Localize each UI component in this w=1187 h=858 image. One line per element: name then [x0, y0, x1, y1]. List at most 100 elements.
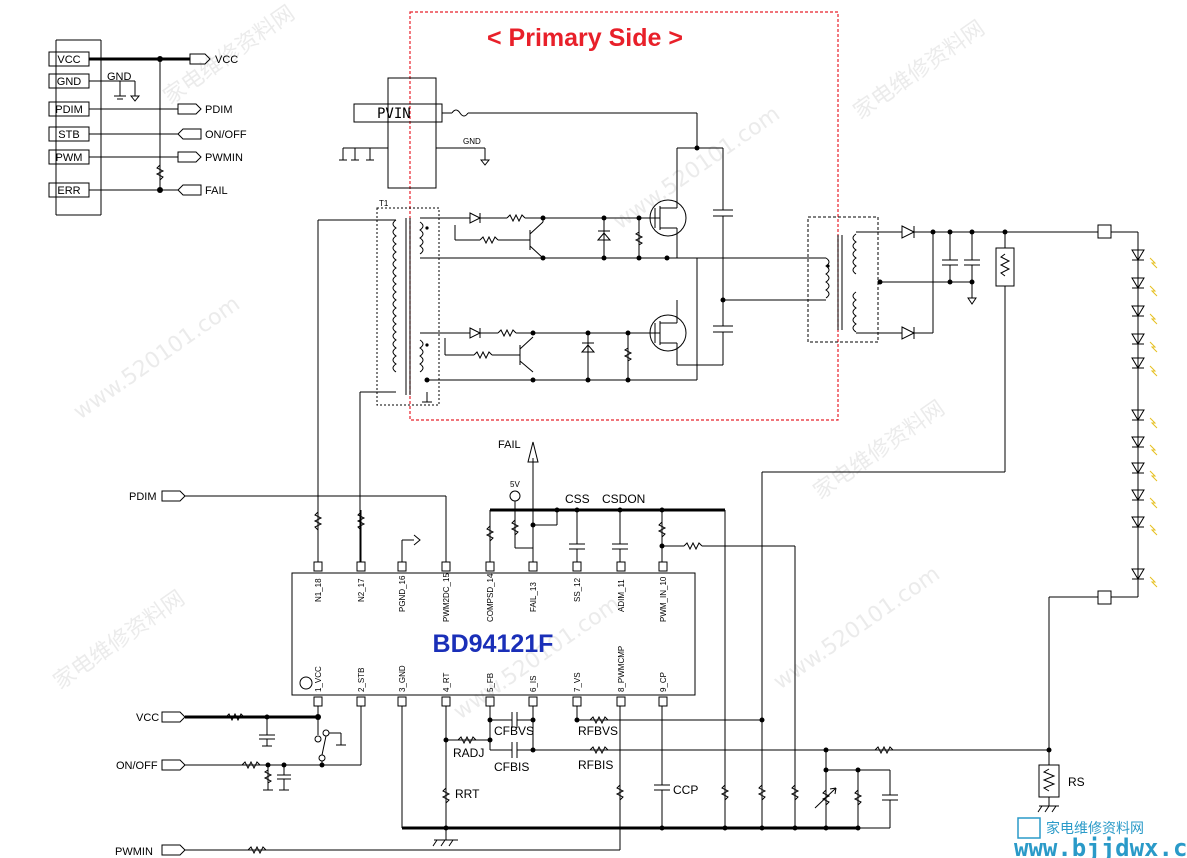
connector-gnd-label: GND: [107, 71, 132, 83]
lower-gate-drive: [420, 327, 697, 383]
connector-pin-label: ERR: [57, 185, 80, 197]
cfbvs-label: CFBVS: [494, 724, 534, 738]
led-string: [1048, 224, 1158, 765]
led-diode: [1131, 568, 1158, 588]
led-diode: [1131, 305, 1158, 325]
ic-pin-label: ADIM_11: [617, 579, 626, 612]
primary-side-title: < Primary Side >: [487, 24, 683, 52]
fail-output-label: FAIL: [498, 439, 521, 451]
site-logo-url: www.bjjdwx.com: [1014, 834, 1187, 858]
ic-pin-label: 8_PWMCMP: [617, 646, 626, 692]
radj-label: RADJ: [453, 746, 484, 760]
watermark-text: 家电维修资料网: [809, 396, 950, 505]
rs-resistor: [1038, 764, 1060, 798]
pdim-input-port: [161, 490, 186, 502]
ic-pin-label: 4_RT: [442, 672, 451, 692]
transformer-label: T1: [379, 199, 389, 208]
cfbis-label: CFBIS: [494, 760, 529, 774]
ic-pin-label: N1_18: [314, 578, 323, 602]
rfbvs-label: RFBVS: [578, 724, 618, 738]
csdon-label: CSDON: [602, 492, 645, 506]
led-diode: [1131, 436, 1158, 456]
led-diode: [1131, 277, 1158, 297]
pvin-label: PVIN: [377, 106, 411, 122]
led-cathode-connector: [1097, 590, 1112, 605]
led-diode: [1131, 249, 1158, 269]
onoff-out-label: ON/OFF: [205, 129, 247, 141]
output-rectifier: [761, 225, 1098, 828]
ccp-label: CCP: [673, 783, 698, 797]
watermark-layer: 家电维修资料网 www.520101.com 家电维修资料网 www.52010…: [49, 1, 990, 725]
ic-top-wiring: PDIM 5V FAIL CSS CSDON: [129, 439, 796, 828]
book-icon: [1017, 817, 1041, 839]
ic-pin-label: 3_GND: [398, 665, 407, 692]
connector-pin-label: PDIM: [55, 104, 83, 116]
led-diode: [1131, 462, 1158, 482]
pwmin-out-label: PWMIN: [205, 152, 243, 164]
ic-pin-label: 9_CP: [659, 672, 668, 692]
site-logo: 家电维修资料网 www.bjjdwx.com: [1014, 817, 1187, 858]
led-diode: [1131, 516, 1158, 536]
onoff-input-port: [161, 759, 186, 771]
vcc-input-port: [161, 711, 186, 723]
lower-mosfet: [649, 148, 805, 380]
feedback-network: RADJ RRT CFBVS CFBIS RFBVS RFBIS CCP: [441, 706, 1049, 828]
watermark-text: 家电维修资料网: [849, 16, 990, 125]
site-logo-cn: 家电维修资料网: [1046, 820, 1144, 837]
ic-bottom-left-wiring: VCC ON/OFF PWMIN: [115, 706, 625, 858]
ic-pin-label: PWM_IN_10: [659, 576, 668, 622]
rrt-label: RRT: [455, 787, 480, 801]
gate-drive-transformer: T1: [317, 199, 440, 562]
led-anode-connector: [1097, 224, 1112, 239]
watermark-text: www.520101.com: [69, 291, 245, 424]
current-sense-network: RS: [814, 747, 1085, 831]
vcc-out-label: VCC: [215, 54, 238, 66]
ic-pin-label: SS_12: [573, 577, 582, 602]
led-diode: [1131, 489, 1158, 509]
connector-block: VCC GND PDIM STB PWM ERR VCC GND PDIM ON…: [48, 39, 247, 216]
ic-pin-label: FAIL_13: [529, 582, 538, 612]
pwmin-input-port: [161, 844, 186, 856]
rfbis-label: RFBIS: [578, 758, 613, 772]
fail-output-port: [527, 441, 539, 463]
led-diode: [1131, 333, 1158, 353]
ic-pin-label: 2_STB: [357, 668, 366, 692]
pwmin-input-label: PWMIN: [115, 846, 153, 858]
ic-pin-label: N2_17: [357, 578, 366, 602]
fail-out-label: FAIL: [205, 185, 228, 197]
pin1-marker: [299, 676, 313, 690]
vcc-out-port: [189, 53, 211, 65]
ic-pin-label: 5_FB: [486, 673, 495, 692]
connector-pin-label: PWM: [56, 152, 83, 164]
led-diode: [1131, 357, 1158, 377]
pdim-out-label: PDIM: [205, 104, 233, 116]
connector-pin-label: VCC: [57, 54, 80, 66]
ic-pin-label: 6_IS: [529, 676, 538, 692]
five-volt-label: 5V: [510, 480, 520, 489]
pvin-module: PVIN GND: [339, 77, 698, 189]
ic-body: [291, 572, 696, 696]
onoff-input-label: ON/OFF: [116, 760, 158, 772]
led-diode: [1131, 409, 1158, 429]
ic-pin-label: COMPSD_14: [486, 573, 495, 622]
ic-pin-label: PGND_16: [398, 575, 407, 612]
upper-gate-drive: [420, 212, 697, 261]
upper-mosfet: [649, 145, 723, 258]
fuse-symbol: [451, 109, 469, 117]
rs-label: RS: [1068, 775, 1085, 789]
ic-pin-label: 1_VCC: [314, 666, 323, 692]
pvin-gnd-label: GND: [463, 137, 481, 146]
primary-side-frame: < Primary Side >: [409, 11, 839, 421]
ground-bus: [401, 706, 860, 847]
bd94121f-ic: BD94121F N1_18 N2_17 PGND_16 PWM2DC_15 C…: [291, 561, 696, 707]
watermark-text: 家电维修资料网: [49, 586, 190, 695]
css-label: CSS: [565, 492, 590, 506]
ic-top-pins: N1_18 N2_17 PGND_16 PWM2DC_15 COMPSD_14 …: [313, 561, 668, 622]
connector-pin-label: GND: [57, 76, 82, 88]
ic-pin-label: PWM2DC_15: [442, 573, 451, 622]
ic-name: BD94121F: [433, 630, 554, 658]
main-transformer: [805, 216, 883, 343]
pdim-input-label: PDIM: [129, 491, 157, 503]
vcc-input-label: VCC: [136, 712, 159, 724]
